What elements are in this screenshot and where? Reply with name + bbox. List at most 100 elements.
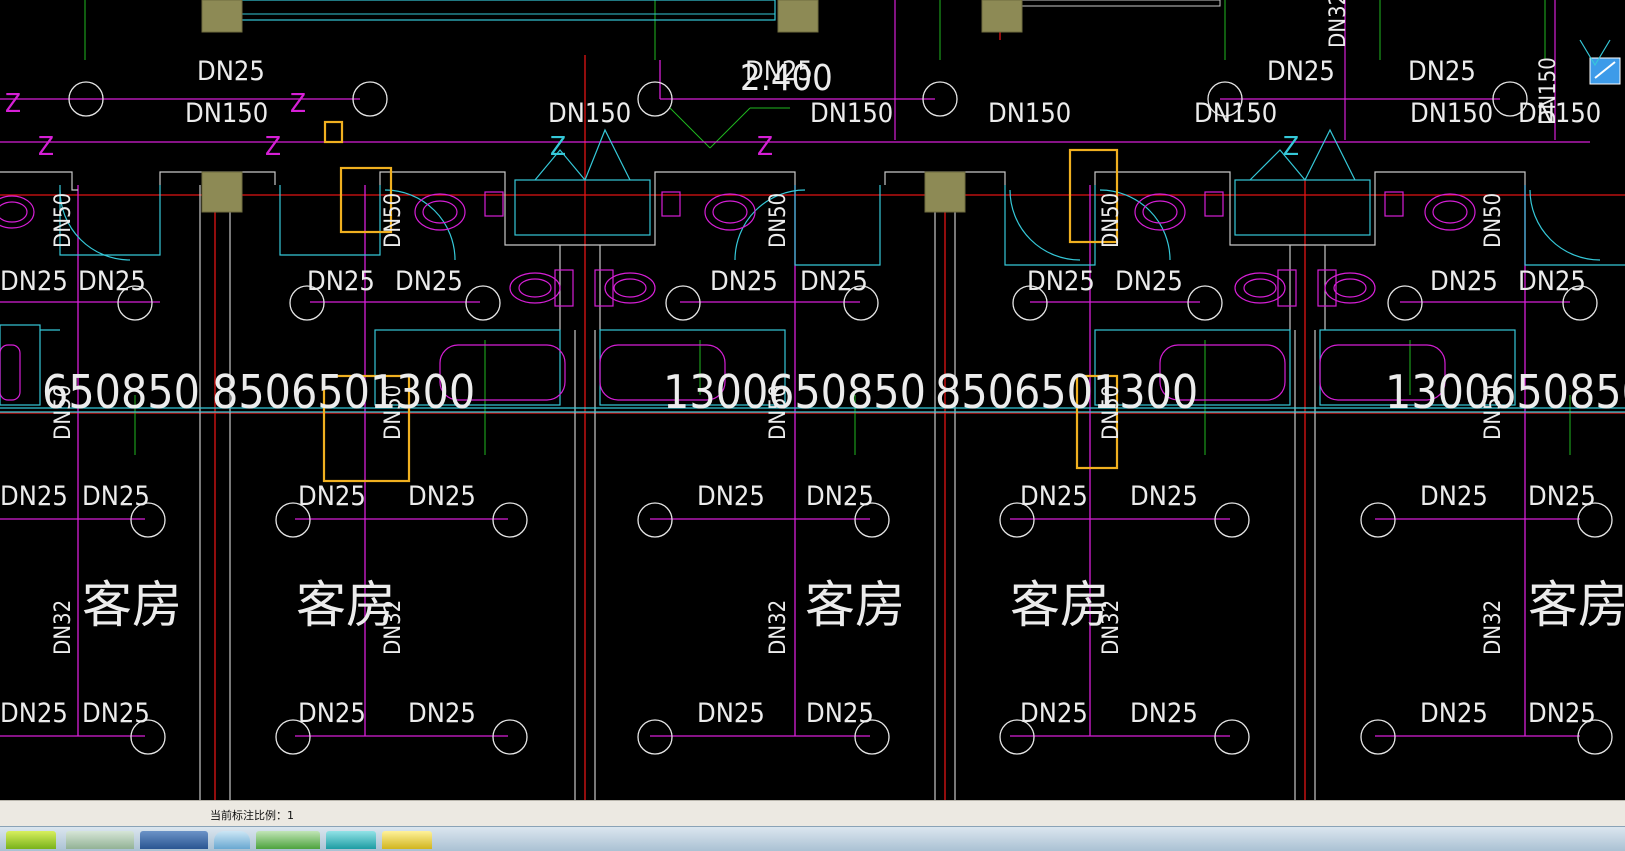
pipe-label: DN25 — [1130, 481, 1198, 512]
riser-label: DN50 — [766, 385, 791, 440]
pipe-label: DN25 — [408, 698, 476, 729]
pipe-label: DN25 — [697, 698, 765, 729]
riser-label: DN50 — [381, 385, 406, 440]
pipe-label: DN25 — [1420, 698, 1488, 729]
selection-markers — [322, 120, 1119, 483]
z-marker: Z — [550, 132, 566, 162]
riser-label: DN32 — [766, 600, 791, 655]
pipe-label: DN25 — [1115, 266, 1183, 297]
taskbar — [0, 826, 1625, 851]
riser-label: DN50 — [381, 193, 406, 248]
riser-label: DN32 — [1326, 0, 1351, 48]
room-label: 客房 — [82, 576, 182, 634]
pipe-label: DN25 — [408, 481, 476, 512]
pipe-label: DN25 — [82, 481, 150, 512]
dimension-label: 8506501300 — [212, 365, 475, 419]
dimension-label: 650850 — [768, 365, 926, 419]
taskbar-app-icon-6[interactable] — [326, 831, 376, 849]
pipe-label: DN25 — [298, 698, 366, 729]
pipe-label: DN25 — [1020, 698, 1088, 729]
pipe-label: DN25 — [806, 698, 874, 729]
riser-label: DN32 — [1481, 600, 1506, 655]
pipe-label: DN25 — [1420, 481, 1488, 512]
dimension-label: 1300 — [1385, 365, 1490, 419]
pipe-label: DN25 — [1408, 56, 1476, 87]
pipe-lines — [0, 60, 1590, 737]
pipe-label: DN25 — [1518, 266, 1586, 297]
cad-drawing: DN25DN150DN252.400DN150DN150DN150DN150DN… — [0, 0, 1625, 800]
status-bar: 当前标注比例：1 — [0, 800, 1625, 826]
annotation-scale-text: 当前标注比例：1 — [210, 809, 294, 822]
dimension-label: 1300 — [663, 365, 768, 419]
z-marker: Z — [265, 132, 281, 162]
room-label: 客房 — [296, 576, 396, 634]
pipe-label: DN25 — [1027, 266, 1095, 297]
pipe-label: DN25 — [298, 481, 366, 512]
taskbar-app-icon-5[interactable] — [256, 831, 320, 849]
z-marker: Z — [757, 132, 773, 162]
taskbar-app-icon-1[interactable] — [6, 831, 56, 849]
riser-circles — [68, 81, 1613, 755]
pipe-label: DN25 — [710, 266, 778, 297]
riser-label: DN50 — [51, 385, 76, 440]
pipe-label: DN25 — [0, 481, 68, 512]
pipe-label: DN25 — [395, 266, 463, 297]
dimension-label: 650850 — [42, 365, 200, 419]
riser-label: DN50 — [51, 193, 76, 248]
room-label: 客房 — [1528, 576, 1625, 634]
pipe-label: DN150 — [548, 98, 631, 129]
pipe-label: DN150 — [1410, 98, 1493, 129]
riser-label: DN32 — [1099, 600, 1124, 655]
pipe-label: DN150 — [1518, 98, 1601, 129]
riser-label: DN32 — [51, 600, 76, 655]
pipe-label: DN25 — [800, 266, 868, 297]
pipe-label: DN25 — [1430, 266, 1498, 297]
riser-label: DN150 — [1536, 57, 1561, 125]
pipe-label: DN25 — [0, 698, 68, 729]
taskbar-app-icon-4[interactable] — [214, 831, 250, 849]
pipe-label: DN25 — [697, 481, 765, 512]
riser-label: DN32 — [381, 600, 406, 655]
pipe-label: DN25 — [1020, 481, 1088, 512]
pipe-label: DN150 — [810, 98, 893, 129]
pipe-label: DN25 — [78, 266, 146, 297]
pipe-label: DN25 — [82, 698, 150, 729]
z-marker: Z — [1283, 132, 1299, 162]
pipe-label: DN25 — [197, 56, 265, 87]
pipe-label: DN150 — [185, 98, 268, 129]
z-marker: Z — [38, 132, 54, 162]
riser-label: DN50 — [1481, 385, 1506, 440]
pipe-label: DN25 — [745, 56, 813, 87]
green-grid-lines — [84, 0, 1571, 455]
fixtures — [0, 128, 1625, 413]
riser-label: DN50 — [1099, 385, 1124, 440]
pipe-label: DN150 — [1194, 98, 1277, 129]
room-label: 客房 — [1010, 576, 1110, 634]
elevation-label: 2.400 — [740, 58, 833, 99]
pipe-label: DN25 — [806, 481, 874, 512]
pipe-label: DN25 — [0, 266, 68, 297]
columns — [201, 0, 1023, 213]
pipe-label: DN150 — [988, 98, 1071, 129]
z-marker: Z — [5, 89, 21, 119]
pipe-label: DN25 — [1130, 698, 1198, 729]
taskbar-app-icon-2[interactable] — [66, 831, 134, 849]
riser-label: DN50 — [766, 193, 791, 248]
snap-marker-icon — [1579, 39, 1621, 85]
pipe-label: DN25 — [307, 266, 375, 297]
pipe-label: DN25 — [1528, 481, 1596, 512]
dimension-label: 8506501300 — [935, 365, 1198, 419]
dimension-label: 650850 — [1490, 365, 1625, 419]
riser-label: DN50 — [1481, 193, 1506, 248]
taskbar-app-icon-3[interactable] — [140, 831, 208, 849]
riser-label: DN50 — [1099, 193, 1124, 248]
z-marker: Z — [290, 89, 306, 119]
taskbar-app-icon-7[interactable] — [382, 831, 432, 849]
room-label: 客房 — [805, 576, 905, 634]
pipe-label: DN25 — [1528, 698, 1596, 729]
sanitary-fixtures — [0, 191, 1476, 401]
top-frame — [234, 0, 1556, 140]
pipe-label: DN25 — [1267, 56, 1335, 87]
